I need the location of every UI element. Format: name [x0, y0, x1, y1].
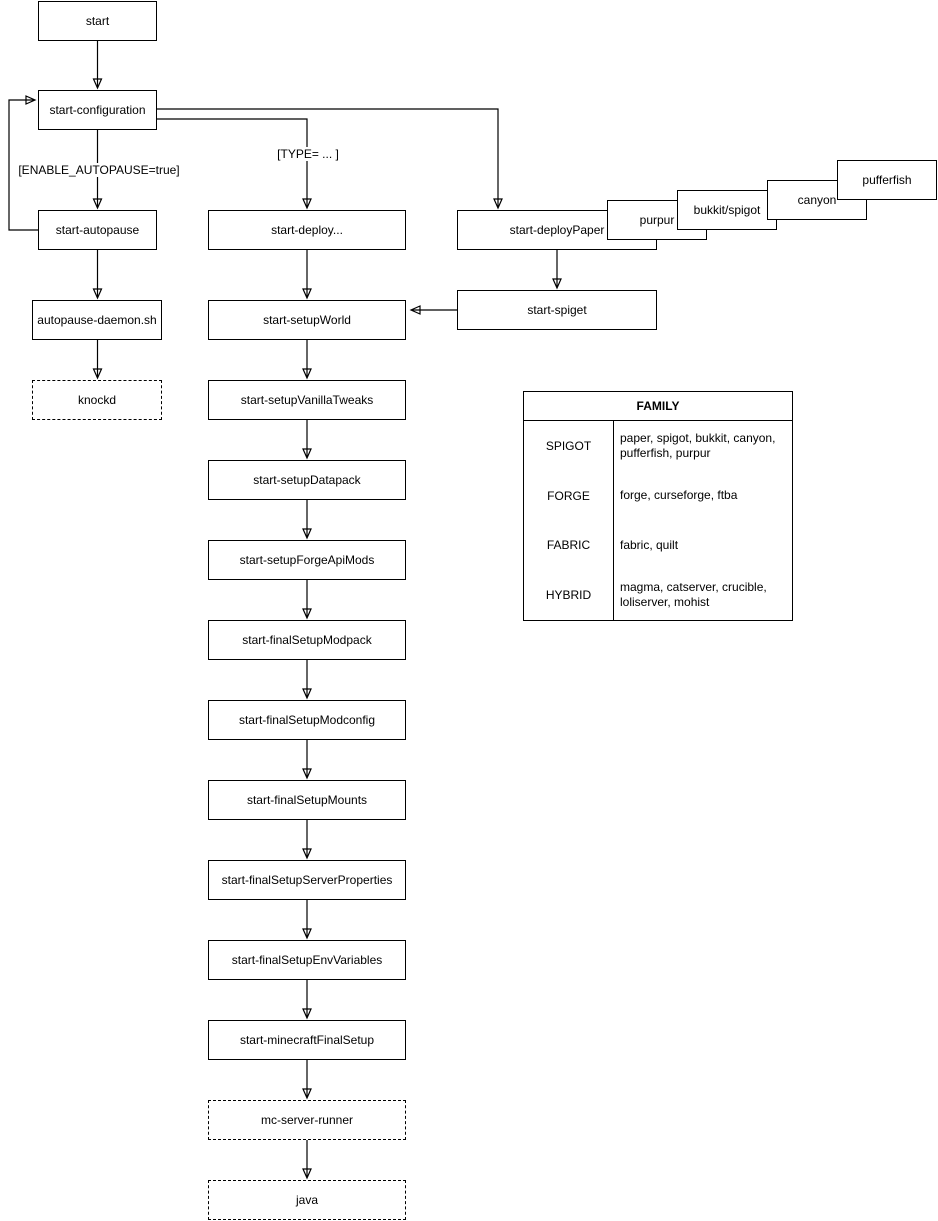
node-start-configuration: start-configuration — [38, 90, 157, 130]
edge-configuration-to-deploypaper — [157, 108, 503, 210]
table-row-fabric: FABRIC fabric, quilt — [524, 520, 792, 571]
edge-label-type: [TYPE= ... ] — [275, 147, 341, 161]
node-start-autopause: start-autopause — [38, 210, 157, 250]
family-table: FAMILY SPIGOT paper, spigot, bukkit, can… — [523, 391, 793, 621]
edge-label-enable-autopause: [ENABLE_AUTOPAUSE=true] — [16, 163, 182, 177]
node-start-minecraftfinalsetup: start-minecraftFinalSetup — [208, 1020, 406, 1060]
table-row-hybrid: HYBRID magma, catserver, crucible, lolis… — [524, 570, 792, 620]
family-cell: FABRIC — [524, 520, 614, 571]
members-cell: forge, curseforge, ftba — [620, 488, 738, 503]
node-start-setupvanillatweaks: start-setupVanillaTweaks — [208, 380, 406, 420]
node-mc-server-runner: mc-server-runner — [208, 1100, 406, 1140]
node-autopause-daemon: autopause-daemon.sh — [32, 300, 162, 340]
node-start-finalsetupmodpack: start-finalSetupModpack — [208, 620, 406, 660]
family-cell: SPIGOT — [524, 421, 614, 471]
members-cell: fabric, quilt — [620, 537, 679, 552]
node-start-setupdatapack: start-setupDatapack — [208, 460, 406, 500]
family-cell: FORGE — [524, 470, 614, 521]
node-start-spiget: start-spiget — [457, 290, 657, 330]
node-start-finalsetupserverproperties: start-finalSetupServerProperties — [208, 860, 406, 900]
node-start-setupforgeapimods: start-setupForgeApiMods — [208, 540, 406, 580]
node-start-finalsetupmodconfig: start-finalSetupModconfig — [208, 700, 406, 740]
node-java: java — [208, 1180, 406, 1220]
edge-autopause-loop-to-configuration — [8, 95, 38, 231]
node-pufferfish: pufferfish — [837, 160, 937, 200]
node-canyon: canyon — [767, 180, 867, 220]
members-cell: magma, catserver, crucible, loliserver, … — [620, 580, 767, 610]
table-row-spigot: SPIGOT paper, spigot, bukkit, canyon, pu… — [524, 421, 792, 471]
family-table-title: FAMILY — [524, 392, 792, 421]
members-cell: paper, spigot, bukkit, canyon, pufferfis… — [620, 430, 776, 460]
node-knockd: knockd — [32, 380, 162, 420]
node-start-finalsetupenvvariables: start-finalSetupEnvVariables — [208, 940, 406, 980]
table-row-forge: FORGE forge, curseforge, ftba — [524, 470, 792, 521]
node-start-finalsetupmounts: start-finalSetupMounts — [208, 780, 406, 820]
node-bukkit-spigot: bukkit/spigot — [677, 190, 777, 230]
node-start-deploy: start-deploy... — [208, 210, 406, 250]
family-cell: HYBRID — [524, 570, 614, 620]
node-start-setupworld: start-setupWorld — [208, 300, 406, 340]
node-start: start — [38, 1, 157, 41]
edge-configuration-to-deploy — [157, 118, 312, 210]
